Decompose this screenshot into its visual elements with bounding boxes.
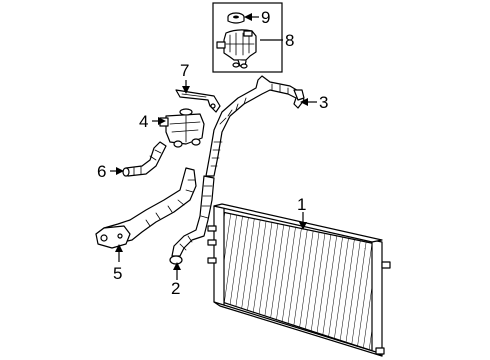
leader-3 [300, 98, 317, 106]
hose-3 [205, 75, 305, 177]
coolant-reservoir-8 [216, 29, 257, 69]
callout-9: 9 [261, 8, 270, 27]
bracket-7 [175, 89, 221, 113]
callout-1: 1 [297, 195, 306, 214]
leader-5 [115, 244, 123, 262]
callout-5: 5 [113, 264, 122, 283]
radiator-1 [207, 203, 391, 357]
callout-2: 2 [171, 279, 180, 298]
callout-3: 3 [319, 93, 328, 112]
callout-4: 4 [139, 112, 148, 131]
callout-6: 6 [97, 162, 106, 181]
leader-9 [244, 13, 259, 21]
hose-6 [122, 141, 167, 177]
leader-6 [110, 167, 124, 175]
pump-4 [159, 108, 205, 148]
hose-2 [169, 175, 215, 265]
reservoir-cap-9 [227, 12, 245, 24]
callout-8: 8 [285, 31, 294, 50]
callout-7: 7 [180, 61, 189, 80]
leader-4 [152, 117, 166, 125]
leader-1 [299, 212, 307, 230]
hose-5 [95, 167, 197, 249]
leader-7 [182, 80, 190, 94]
leader-2 [173, 262, 181, 280]
